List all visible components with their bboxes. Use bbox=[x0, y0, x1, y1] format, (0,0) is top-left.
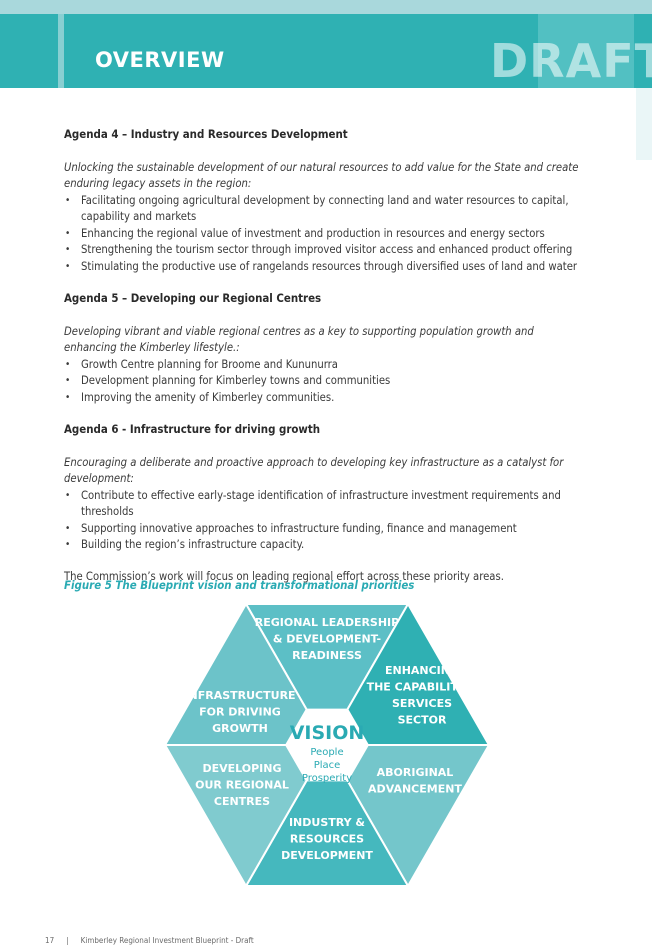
agenda-4-intro: Unlocking the sustainable development of… bbox=[64, 160, 579, 191]
footer-document-title: Kimberley Regional Investment Blueprint … bbox=[80, 936, 254, 945]
agenda-4-title: Agenda 4 – Industry and Resources Develo… bbox=[64, 127, 348, 141]
vision-subtitle-line: Prosperity bbox=[302, 773, 352, 784]
list-item: Growth Centre planning for Broome and Ku… bbox=[64, 357, 589, 374]
segment-infrastructure bbox=[165, 604, 329, 746]
side-tab bbox=[636, 88, 652, 160]
agenda-6-title: Agenda 6 - Infrastructure for driving gr… bbox=[64, 422, 321, 436]
segment-label-leadership: REGIONAL LEADERSHIP& DEVELOPMENT-READINE… bbox=[255, 616, 399, 662]
agenda-4-list: Facilitating ongoing agricultural develo… bbox=[64, 193, 589, 276]
vision-center bbox=[285, 708, 369, 782]
agenda-6-intro: Encouraging a deliberate and proactive a… bbox=[64, 455, 564, 486]
page-footer: 17 | Kimberley Regional Investment Bluepri… bbox=[45, 936, 254, 945]
list-item: Enhancing the regional value of investme… bbox=[64, 226, 589, 243]
body-content: Agenda 4 – Industry and Resources Develo… bbox=[64, 126, 589, 585]
list-item: Stimulating the productive use of rangel… bbox=[64, 259, 589, 276]
top-strip bbox=[0, 0, 652, 14]
list-item: Improving the amenity of Kimberley commu… bbox=[64, 390, 589, 407]
list-item: Development planning for Kimberley towns… bbox=[64, 373, 589, 390]
draft-watermark: DRAFT bbox=[490, 34, 652, 88]
vision-hexagon-diagram: REGIONAL LEADERSHIP& DEVELOPMENT-READINE… bbox=[165, 604, 489, 886]
header-accent-bar bbox=[58, 14, 64, 88]
draft-block bbox=[538, 14, 634, 88]
agenda-5-list: Growth Centre planning for Broome and Ku… bbox=[64, 357, 589, 407]
vision-title: VISION bbox=[290, 722, 365, 744]
list-item: Contribute to effective early-stage iden… bbox=[64, 488, 589, 521]
list-item: Building the region’s infrastructure cap… bbox=[64, 537, 589, 554]
vision-subtitle-line: People bbox=[310, 747, 343, 758]
agenda-6-list: Contribute to effective early-stage iden… bbox=[64, 488, 589, 554]
summary-text: The Commission’s work will focus on lead… bbox=[64, 569, 504, 583]
page-title: OVERVIEW bbox=[95, 48, 225, 72]
page-number: 17 bbox=[45, 936, 55, 945]
agenda-5-intro: Developing vibrant and viable regional c… bbox=[64, 324, 534, 355]
footer-separator: | bbox=[66, 936, 69, 945]
list-item: Strengthening the tourism sector through… bbox=[64, 242, 589, 259]
vision-subtitle-line: Place bbox=[314, 760, 341, 771]
figure-caption: Figure 5 The Blueprint vision and transf… bbox=[64, 578, 415, 592]
agenda-5-title: Agenda 5 – Developing our Regional Centr… bbox=[64, 291, 322, 305]
list-item: Facilitating ongoing agricultural develo… bbox=[64, 193, 589, 226]
list-item: Supporting innovative approaches to infr… bbox=[64, 521, 589, 538]
